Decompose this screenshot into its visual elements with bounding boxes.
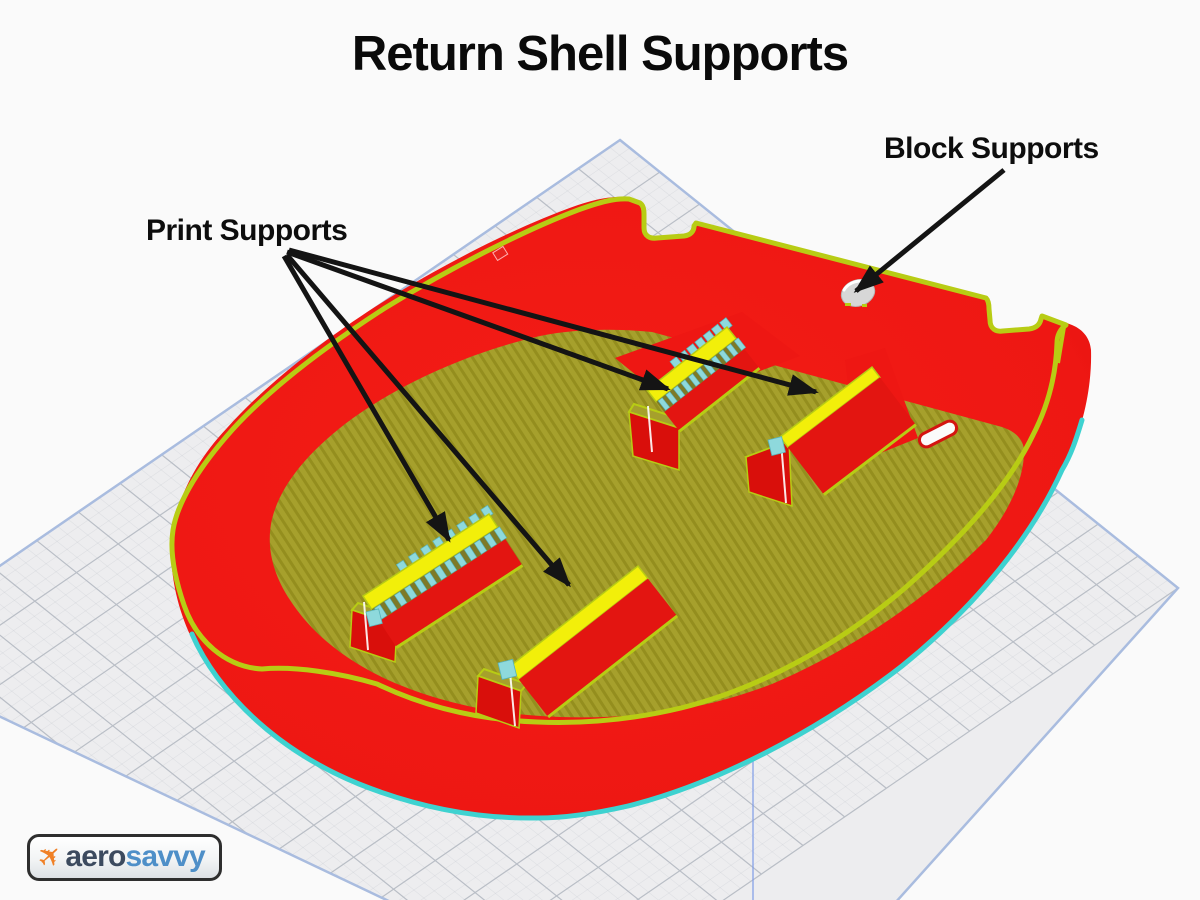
brim-edge [189,417,1085,821]
print-supports-arrow-2 [288,247,819,396]
print-supports-arrow-4 [285,253,571,588]
page-title: Return Shell Supports [351,27,849,81]
annotation-arrows [281,168,1006,588]
logo-text-savvy: savvy [125,839,205,873]
airplane-icon: ✈ [30,836,71,877]
print-supports-arrow-3 [281,254,452,543]
print-support-4 [475,564,679,730]
print-support-2 [744,365,917,508]
print-supports-arrow-1 [286,249,671,392]
shell-rim [169,196,1069,725]
rim-feature [492,245,509,262]
logo-text-aero: aero [65,839,126,873]
block-supports-label: Block Supports [884,132,1099,165]
block-supports-arrow [853,168,1006,293]
logo-text: aerosavvy [65,839,205,873]
print-support-3 [349,504,524,664]
aerosavvy-logo: ✈ aerosavvy [27,834,222,881]
floor-slot [917,419,959,449]
print-supports-label: Print Supports [146,214,348,247]
